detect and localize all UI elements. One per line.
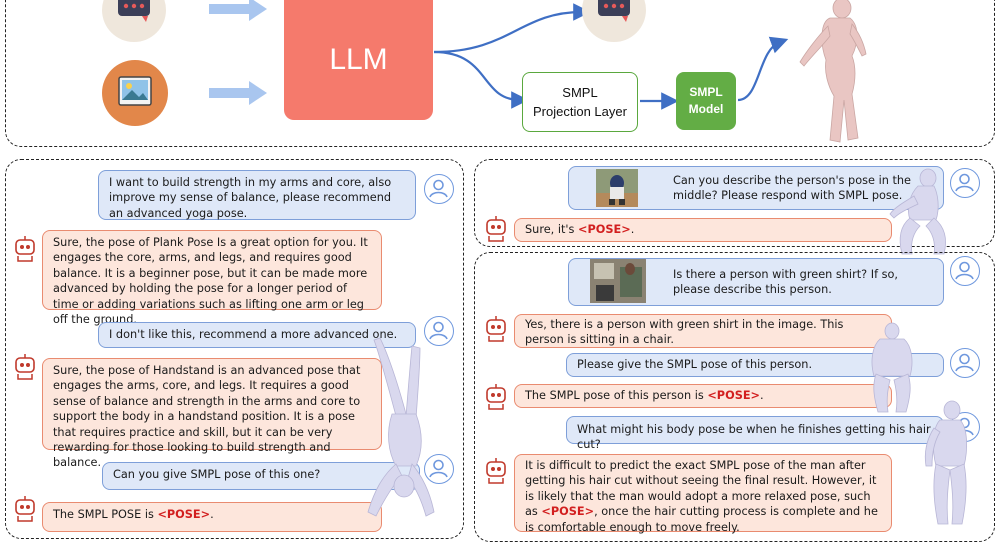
pose-token: <POSE> [157, 508, 211, 521]
msg-prefix: Sure, it's [525, 223, 579, 236]
msg-text: Can you describe the person's pose in th… [673, 173, 911, 202]
image-input-icon [102, 60, 168, 126]
right-top-chat-panel [474, 159, 995, 247]
llm-label: LLM [329, 43, 388, 76]
left-user-msg-3: Can you give SMPL pose of this one? [102, 462, 420, 490]
right-bottom-bot-msg-2: The SMPL pose of this person is <POSE>. [514, 384, 892, 408]
left-bot-msg-3: The SMPL POSE is <POSE>. [42, 502, 382, 532]
msg-suffix: . [210, 508, 214, 521]
smpl-projection-layer: SMPL Projection Layer [522, 72, 638, 132]
pose-token: <POSE> [707, 389, 761, 402]
smpl-body-relaxed [924, 400, 968, 525]
robot-icon [483, 456, 509, 486]
model-line2: Model [688, 102, 724, 116]
msg-suffix: . [630, 223, 635, 236]
model-line1: SMPL [689, 85, 723, 99]
msg-prefix: The SMPL pose of this person is [525, 389, 708, 402]
left-bot-msg-1: Sure, the pose of Plank Pose Is a great … [42, 230, 382, 326]
projection-line2: Projection Layer [533, 104, 627, 119]
robot-icon [483, 214, 509, 244]
projection-line1: SMPL [562, 85, 598, 100]
input-arrows [209, 0, 267, 105]
llm-block: LLM [284, 0, 433, 120]
user-avatar-icon [424, 454, 454, 484]
right-bottom-bot-msg-3: It is difficult to predict the exact SMP… [514, 454, 892, 534]
smpl-body-crouch [889, 168, 946, 255]
right-bottom-user-msg-3: What might his body pose be when he fini… [566, 416, 944, 451]
user-avatar-icon [424, 174, 454, 204]
pose-token: <POSE> [578, 223, 631, 236]
left-user-msg-1: I want to build strength in my arms and … [98, 170, 416, 220]
baseball-photo [596, 169, 638, 207]
smpl-body-standing [799, 0, 867, 143]
smpl-body-handstand [367, 337, 435, 517]
robot-icon [12, 494, 38, 524]
chat-input-icon [102, 0, 166, 42]
user-avatar-icon [950, 348, 980, 378]
right-top-bot-msg: Sure, it's <POSE>. [514, 218, 892, 242]
left-bot-msg-2: Sure, the pose of Handstand is an advanc… [42, 358, 382, 469]
chat-output-icon [582, 0, 646, 42]
robot-icon [12, 352, 38, 382]
robot-icon [12, 234, 38, 264]
user-avatar-icon [950, 168, 980, 198]
robot-icon [483, 382, 509, 412]
user-avatar-icon [424, 316, 454, 346]
msg-prefix: The SMPL POSE is [53, 508, 158, 521]
left-user-msg-2: I don't like this, recommend a more adva… [98, 322, 416, 348]
robot-icon [483, 314, 509, 344]
right-bottom-bot-msg-1: Yes, there is a person with green shirt … [514, 314, 892, 348]
barbershop-photo [590, 259, 646, 303]
smpl-body-sitting [871, 322, 913, 413]
pipeline-panel [5, 0, 995, 147]
pose-token: <POSE> [541, 505, 595, 519]
msg-prefix: It is difficult to predict the exact SMP… [525, 459, 877, 519]
user-avatar-icon [950, 256, 980, 286]
smpl-model-block: SMPL Model [676, 72, 736, 130]
msg-text: Is there a person with green shirt? If s… [673, 267, 899, 296]
msg-suffix: . [760, 389, 764, 402]
output-arrows [433, 3, 789, 110]
